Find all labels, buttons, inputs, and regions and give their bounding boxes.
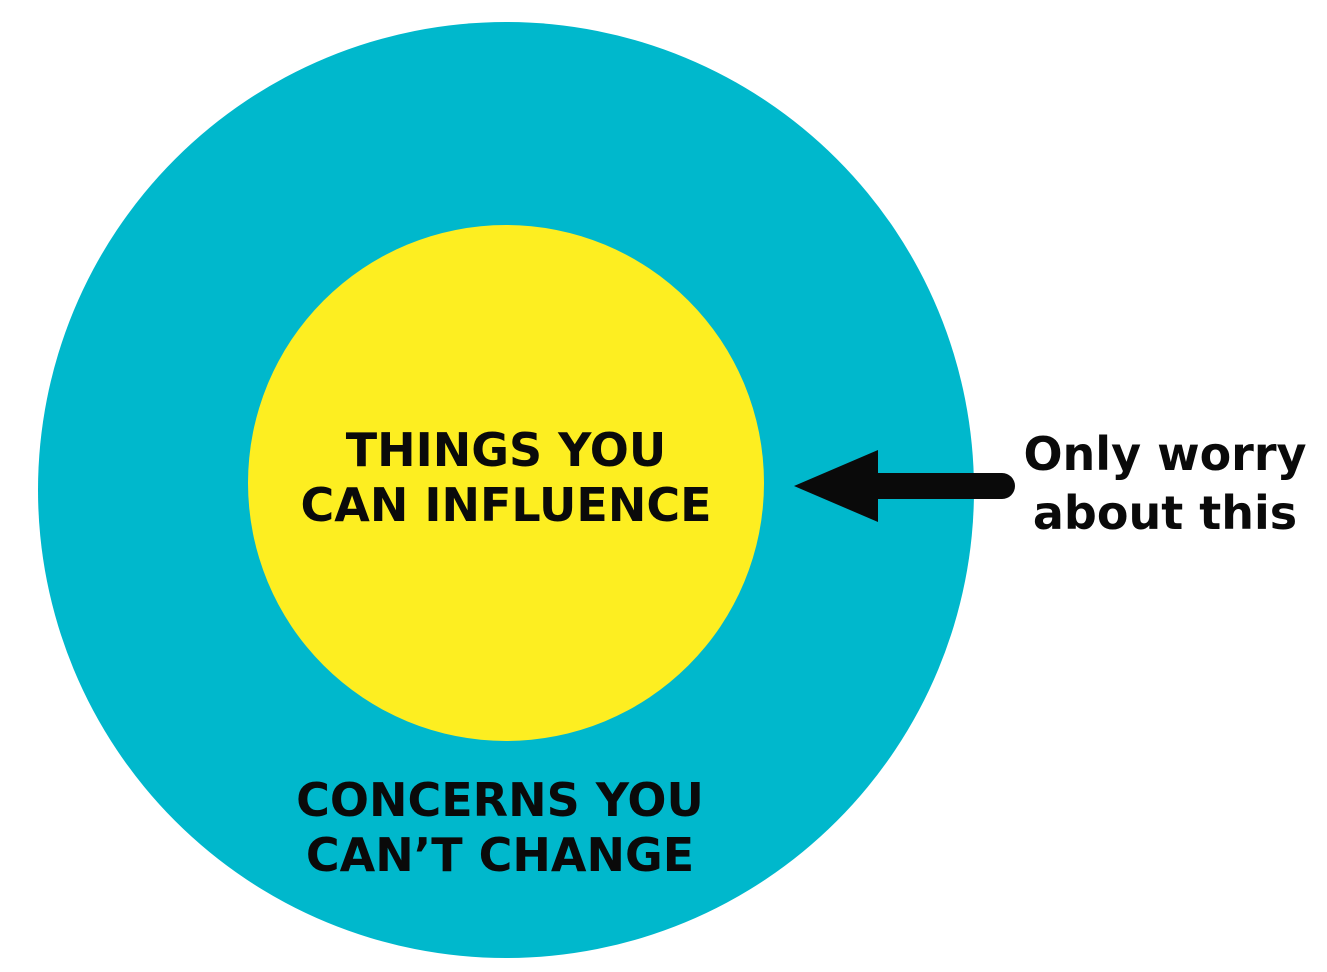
arrow-left-icon	[794, 450, 1015, 522]
callout-label-line-1: Only worry	[1023, 427, 1307, 481]
callout-label-line-2: about this	[1032, 485, 1298, 540]
influence-label-line-2: CAN INFLUENCE	[300, 478, 712, 533]
concerns-label: CONCERNS YOU CAN’T CHANGE	[200, 773, 800, 883]
concerns-label-line-2: CAN’T CHANGE	[305, 828, 695, 883]
callout-label: Only worry about this	[1010, 425, 1320, 543]
influence-label: THINGS YOU CAN INFLUENCE	[248, 423, 764, 533]
influence-label-line-1: THINGS YOU	[345, 423, 667, 477]
concerns-label-line-1: CONCERNS YOU	[296, 773, 704, 827]
influence-circle	[248, 225, 764, 741]
arrow-head	[794, 450, 878, 522]
